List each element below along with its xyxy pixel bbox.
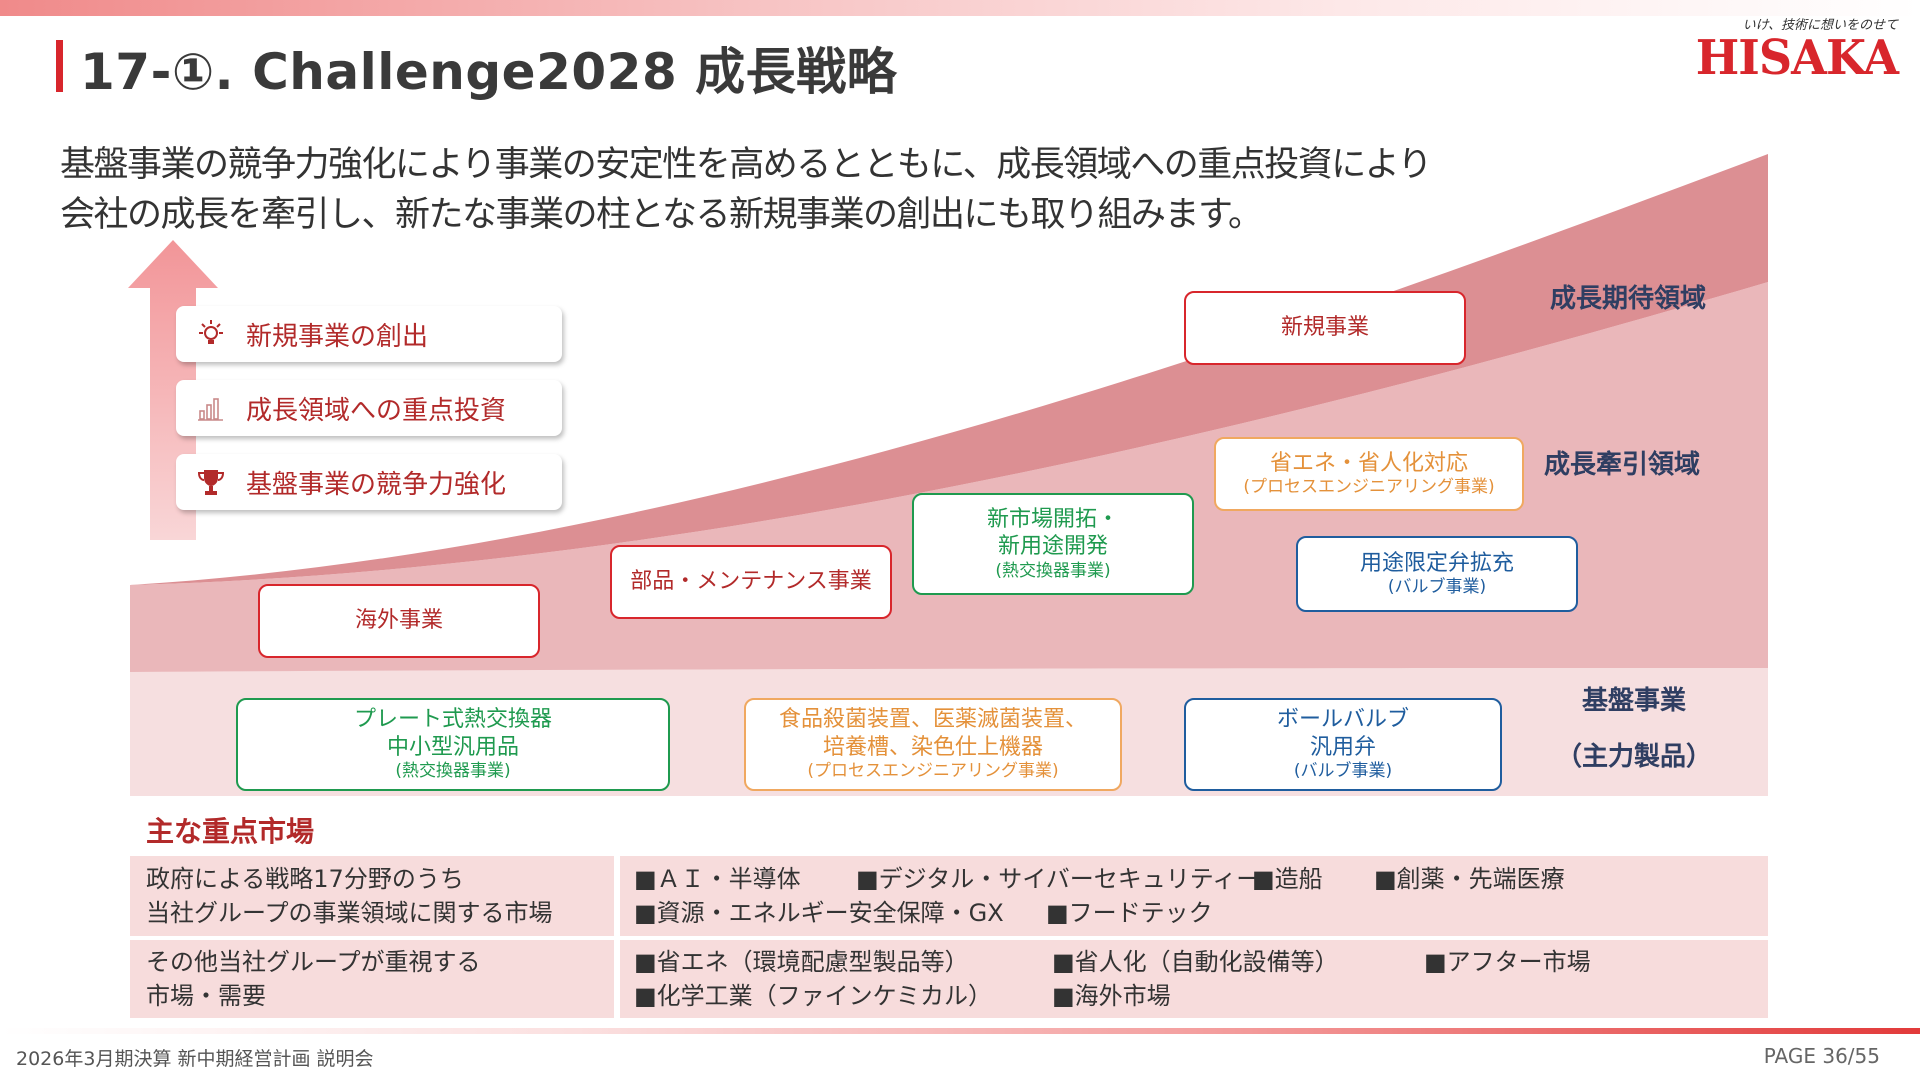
company-logo: いけ、技術に想いをのせて HISAKA (1678, 14, 1899, 94)
zone-label-base-sub: （主力製品） (1556, 742, 1713, 772)
market-item: ■省エネ（環境配慮型製品等） (634, 948, 969, 976)
pillar-label: 成長領域への重点投資 (246, 395, 507, 426)
market-label-line: 当社グループの事業領域に関する市場 (146, 899, 553, 927)
market-item: ■アフター市場 (1424, 948, 1591, 976)
top-accent-bar (0, 0, 1920, 16)
pillar-label: 新規事業の創出 (246, 321, 429, 352)
zone-label-base: 基盤事業 (1582, 686, 1687, 716)
market-items-line: ■化学工業（ファインケミカル） ■海外市場 (634, 979, 1768, 1013)
box-food-equipment: 食品殺菌装置、医薬滅菌装置、 培養槽、染色仕上機器 (プロセスエンジニアリング事… (744, 698, 1122, 791)
markets-heading: 主な重点市場 (146, 815, 315, 848)
box-title-1: ボールバルブ (1276, 707, 1409, 733)
market-item: ■化学工業（ファインケミカル） (634, 982, 992, 1010)
market-items-line: ■ＡＩ・半導体 ■デジタル・サイバーセキュリティー ■造船 ■創薬・先端医療 (634, 862, 1768, 896)
box-title-2: 新用途開発 (997, 534, 1108, 560)
pillar-growth-investment: 成長領域への重点投資 (176, 380, 562, 436)
title-marker (56, 40, 63, 92)
bar-chart-icon (176, 393, 246, 423)
box-valve-expansion: 用途限定弁拡充 (バルブ事業) (1296, 536, 1578, 612)
box-parts-maintenance: 部品・メンテナンス事業 (610, 545, 892, 619)
box-plate-heat-exchanger: プレート式熱交換器 中小型汎用品 (熱交換器事業) (236, 698, 670, 791)
box-title-2: 中小型汎用品 (386, 734, 519, 760)
pillar-base-competitiveness: 基盤事業の競争力強化 (176, 454, 562, 510)
upper-zone-area (130, 154, 1768, 585)
market-row-1-label: 政府による戦略17分野のうち 当社グループの事業領域に関する市場 (130, 856, 614, 936)
box-title: 用途限定弁拡充 (1359, 550, 1514, 576)
box-title-1: プレート式熱交換器 (353, 707, 552, 733)
market-item: ■創薬・先端医療 (1374, 865, 1565, 893)
box-overseas: 海外事業 (258, 584, 540, 658)
market-item: ■造船 (1252, 865, 1323, 893)
zone-label-expected: 成長期待領域 (1550, 284, 1707, 314)
box-subtitle: (プロセスエンジニアリング事業) (807, 761, 1059, 782)
footer-event-name: 2026年3月期決算 新中期経営計画 説明会 (16, 1048, 374, 1070)
market-item: ■資源・エネルギー安全保障・GX (634, 899, 1004, 927)
box-subtitle: (熱交換器事業) (395, 761, 511, 782)
box-title: 新規事業 (1280, 315, 1369, 341)
market-item: ■省人化（自動化設備等） (1052, 948, 1339, 976)
box-new-market: 新市場開拓・ 新用途開発 (熱交換器事業) (912, 493, 1194, 595)
box-subtitle: (熱交換器事業) (995, 560, 1111, 581)
market-item: ■デジタル・サイバーセキュリティー (856, 865, 1261, 893)
box-subtitle: (バルブ事業) (1387, 577, 1487, 598)
lead-text: 基盤事業の競争力強化により事業の安定性を高めるとともに、成長領域への重点投資によ… (60, 140, 1540, 240)
box-title-2: 培養槽、染色仕上機器 (822, 734, 1043, 760)
market-label-line: 市場・需要 (146, 982, 266, 1010)
box-title-1: 食品殺菌装置、医薬滅菌装置、 (778, 707, 1087, 733)
market-label-line: その他当社グループが重視する (146, 948, 481, 976)
market-row-2-items: ■省エネ（環境配慮型製品等） ■省人化（自動化設備等） ■アフター市場 ■化学工… (620, 940, 1768, 1018)
box-subtitle: (プロセスエンジニアリング事業) (1243, 477, 1495, 498)
lightbulb-icon (176, 319, 246, 349)
market-items-line: ■省エネ（環境配慮型製品等） ■省人化（自動化設備等） ■アフター市場 (634, 945, 1768, 979)
box-title-2: 汎用弁 (1309, 734, 1376, 760)
box-ball-valve: ボールバルブ 汎用弁 (バルブ事業) (1184, 698, 1502, 791)
box-title: 海外事業 (354, 608, 443, 634)
market-item: ■ＡＩ・半導体 (634, 865, 801, 893)
market-item: ■フードテック (1046, 899, 1213, 927)
logo-tagline: いけ、技術に想いをのせて (1742, 18, 1898, 33)
market-item: ■海外市場 (1052, 982, 1171, 1010)
market-items-line: ■資源・エネルギー安全保障・GX ■フードテック (634, 896, 1768, 930)
page-number: PAGE 36/55 (1763, 1044, 1880, 1068)
lead-line-2: 会社の成長を牽引し、新たな事業の柱となる新規事業の創出にも取り組みます。 (60, 195, 1263, 235)
trophy-icon (176, 467, 246, 497)
box-title: 省エネ・省人化対応 (1269, 450, 1468, 476)
market-label-line: 政府による戦略17分野のうち (146, 865, 464, 893)
footer-accent-line (0, 1028, 1920, 1034)
box-title-1: 新市場開拓・ (986, 506, 1119, 532)
market-row-1-items: ■ＡＩ・半導体 ■デジタル・サイバーセキュリティー ■造船 ■創薬・先端医療 ■… (620, 856, 1768, 936)
pillar-label: 基盤事業の競争力強化 (246, 469, 507, 500)
pillar-new-business: 新規事業の創出 (176, 306, 562, 362)
lead-line-1: 基盤事業の競争力強化により事業の安定性を高めるとともに、成長領域への重点投資によ… (60, 145, 1433, 185)
box-subtitle: (バルブ事業) (1293, 761, 1393, 782)
box-energy-saving: 省エネ・省人化対応 (プロセスエンジニアリング事業) (1214, 437, 1524, 511)
market-row-2-label: その他当社グループが重視する 市場・需要 (130, 940, 614, 1018)
box-title: 部品・メンテナンス事業 (630, 569, 872, 595)
box-new-business: 新規事業 (1184, 291, 1466, 365)
logo-wordmark: HISAKA (1695, 30, 1899, 86)
page-title: 17-①. Challenge2028 成長戦略 (80, 43, 898, 101)
zone-label-driver: 成長牽引領域 (1544, 450, 1701, 480)
